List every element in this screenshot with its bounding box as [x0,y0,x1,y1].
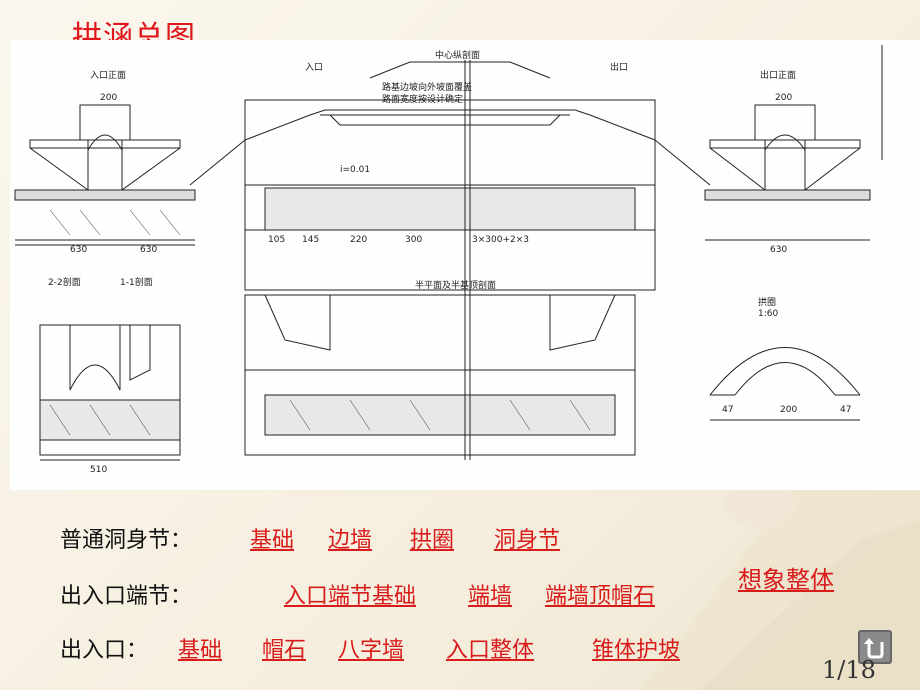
link-side-wall[interactable]: 边墙 [328,528,373,553]
dim-630-left: 630 [70,245,87,255]
link-wing-wall[interactable]: 八字墙 [338,638,405,663]
label-ratio: 1:60 [758,309,778,319]
link-cap-stone[interactable]: 帽石 [262,638,307,663]
arch-culvert-blueprint: 入口正面 入口 中心纵剖面 出口 出口正面 2-2剖面 1-1剖面 半平面及半基… [14,45,883,475]
label-arch-ring: 拱圈 [758,296,776,308]
label-exit: 出口 [610,61,628,73]
link-base[interactable]: 基础 [178,638,223,663]
dim-200-arch: 200 [780,405,797,415]
link-foundation[interactable]: 基础 [250,528,295,553]
dim-47-left: 47 [722,405,733,415]
label-half-plan: 半平面及半基顶剖面 [415,279,496,291]
dim-105: 105 [268,235,285,245]
note-a: 路基边坡向外坡面覆盖 [382,81,472,93]
link-end-wall-coping[interactable]: 端墙顶帽石 [545,584,656,609]
dim-145: 145 [302,235,319,245]
dim-span: 3×300+2×3 [472,235,529,245]
engineering-drawing: 入口正面 入口 中心纵剖面 出口 出口正面 2-2剖面 1-1剖面 半平面及半基… [10,40,920,490]
label-section-11: 1-1剖面 [120,276,153,288]
dim-220: 220 [350,235,367,245]
dim-630-exit: 630 [770,245,787,255]
dim-200-entrance: 200 [100,93,117,103]
dim-510: 510 [90,465,107,475]
link-imagine-whole[interactable]: 想象整体 [738,566,834,594]
link-entrance-whole[interactable]: 入口整体 [446,638,535,663]
dim-200-exit: 200 [775,93,792,103]
dim-47-right: 47 [840,405,851,415]
link-arch-ring[interactable]: 拱圈 [410,528,455,553]
link-entrance-foundation[interactable]: 入口端节基础 [284,584,417,609]
row2-label: 出入口端节： [60,584,193,609]
label-exit-elevation: 出口正面 [760,69,796,81]
label-entrance: 入口 [305,62,323,73]
return-button[interactable] [858,630,892,664]
note-slope: i=0.01 [340,165,370,175]
label-entrance-elevation: 入口正面 [90,70,126,81]
link-culvert-section[interactable]: 洞身节 [494,528,561,553]
label-section-22: 2-2剖面 [48,276,81,288]
note-b: 路面宽度按设计确定 [382,93,463,105]
dim-630-right: 630 [140,245,157,255]
link-end-wall[interactable]: 端墙 [468,584,513,609]
dim-300: 300 [405,235,422,245]
return-icon [864,638,884,659]
label-center-section: 中心纵剖面 [435,49,480,61]
link-cone-slope[interactable]: 锥体护坡 [592,638,681,663]
row3-label: 出入口： [60,638,149,663]
page-number: 1/18 [822,656,876,684]
row1-label: 普通洞身节： [60,528,193,553]
